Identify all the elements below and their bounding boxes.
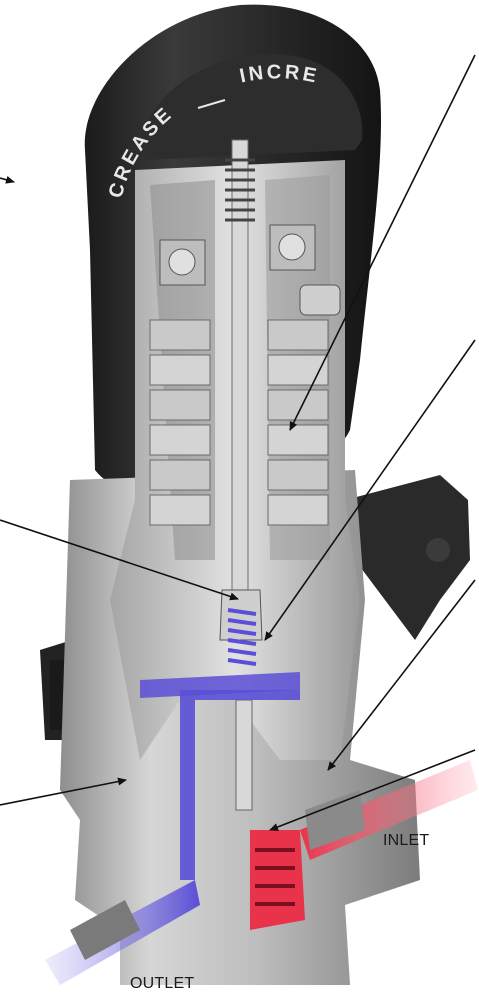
callout-arrow-stack [289, 54, 476, 431]
callout-arrow-body [327, 579, 476, 771]
callout-arrow-outlet-chamber [0, 777, 127, 806]
central-stem [219, 139, 263, 811]
callout-arrow-spring [264, 339, 476, 641]
callout-arrow-stem [0, 519, 239, 601]
callout-arrow-knob [0, 175, 15, 184]
inlet-label: INLET [383, 832, 430, 849]
ports [70, 790, 365, 960]
internal-stack [149, 224, 341, 526]
callout-arrows [0, 54, 476, 831]
outlet-label: OUTLET [130, 975, 195, 992]
callout-arrow-seat [269, 749, 476, 831]
seat-spring [255, 848, 295, 906]
dial-arrow-icon [197, 99, 226, 109]
dial-text-increase: INCRE [238, 61, 321, 88]
valve-spring [227, 608, 257, 666]
